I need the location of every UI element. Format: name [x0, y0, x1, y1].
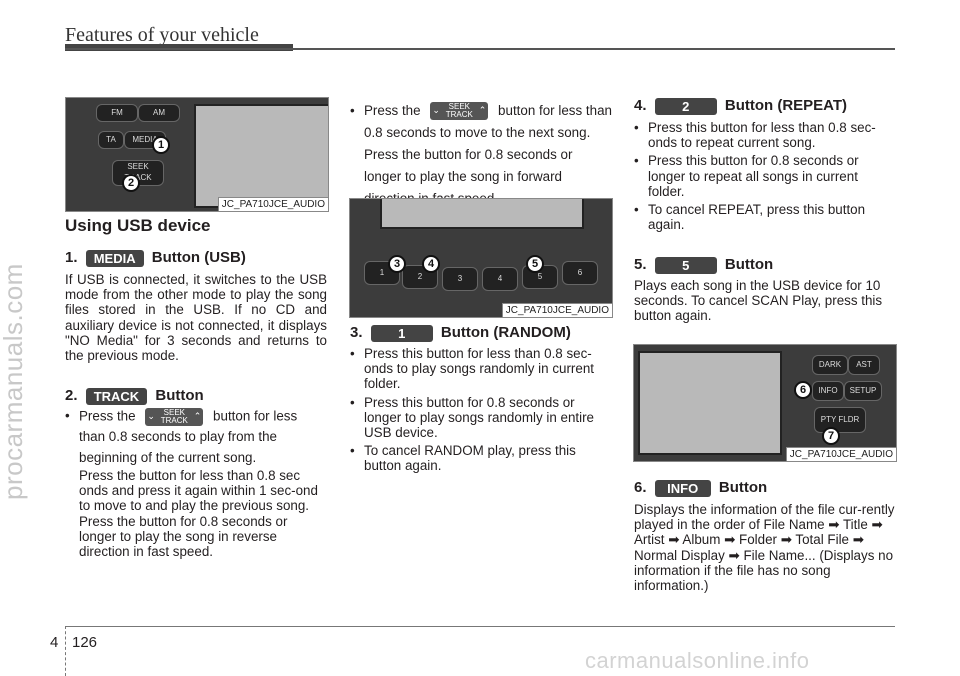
chevron-down-icon: ⌄	[147, 411, 155, 421]
heading-number: 1.	[65, 249, 78, 266]
bullet-text: Press the button for 0.8 seconds or long…	[79, 513, 288, 560]
display-screen	[194, 104, 328, 208]
figure-info-buttons: DARK AST INFO SETUP PTY FLDR 6 7 JC_PA71…	[633, 344, 897, 462]
chevron-up-icon: ⌃	[193, 411, 202, 421]
heading-label: Button	[724, 256, 774, 273]
heading-number: 3.	[350, 324, 363, 341]
marker-3: 3	[388, 255, 406, 273]
figure-caption: JC_PA710JCE_AUDIO	[501, 303, 612, 317]
marker-6: 6	[794, 381, 812, 399]
section-title: Using USB device	[65, 216, 211, 235]
page-header-title: Features of your vehicle	[65, 24, 259, 46]
heading-label: Button (RANDOM)	[440, 324, 571, 341]
bullet-text: button for less	[213, 408, 298, 424]
seek-track-icon: ⌄ SEEK TRACK ⌃	[430, 102, 489, 121]
heading-label: Button	[155, 387, 204, 404]
preset-4-photo: 4	[482, 267, 518, 291]
chevron-down-icon: ⌄	[432, 105, 440, 116]
bullet-text: than 0.8 seconds to play from the beginn…	[79, 429, 278, 465]
chevron-up-icon: ⌃	[478, 105, 487, 116]
key-2-badge: 2	[654, 97, 717, 115]
figure-caption: JC_PA710JCE_AUDIO	[785, 447, 896, 461]
header-accent-bar	[65, 44, 293, 51]
bottom-watermark: carmanualsonline.info	[585, 648, 810, 673]
seek-track-icon: ⌄ SEEK TRACK ⌃	[145, 408, 204, 426]
track-key-badge: TRACK	[85, 387, 148, 405]
ta-button-photo: TA	[98, 131, 124, 149]
am-button-photo: AM	[138, 104, 180, 122]
repeat-bullet-list: Press this button for less than 0.8 sec-…	[634, 120, 896, 235]
heading-track-button: 2. TRACK Button	[65, 387, 204, 405]
preset-6-photo: 6	[562, 261, 598, 285]
marker-4: 4	[422, 255, 440, 273]
heading-number: 5.	[634, 256, 647, 273]
list-item: Press this button for less than 0.8 sec-…	[350, 346, 612, 392]
display-screen	[638, 351, 782, 455]
header-rule	[65, 48, 895, 50]
heading-label: Button	[718, 479, 768, 496]
figure-media-buttons: FM AM TA MEDIA SEEK TRACK 1 2 JC_PA710JC…	[65, 97, 329, 212]
heading-repeat-button: 4. 2 Button (REPEAT)	[634, 97, 847, 115]
heading-label: Button (REPEAT)	[724, 97, 848, 114]
list-item: To cancel RANDOM play, press this button…	[350, 443, 612, 473]
footer-divider	[65, 626, 67, 676]
track-bullet-list: Press the ⌄ SEEK TRACK ⌃ button for less…	[65, 408, 327, 562]
footer-rule	[65, 626, 895, 627]
preset-1-photo: 1	[364, 261, 400, 285]
key-1-badge: 1	[370, 324, 433, 342]
list-item: Press the ⌄ SEEK TRACK ⌃ button for less…	[65, 408, 327, 559]
list-item: Press this button for 0.8 seconds or lon…	[634, 153, 896, 199]
info-button-photo: INFO	[812, 381, 844, 401]
heading-media-button: 1. MEDIA Button (USB)	[65, 249, 246, 267]
marker-2: 2	[122, 174, 140, 192]
bullet-text: Press the	[79, 408, 136, 424]
marker-1: 1	[152, 136, 170, 154]
ast-button-photo: AST	[848, 355, 880, 375]
scan-description: Plays each song in the USB device for 10…	[634, 278, 883, 324]
media-description: If USB is connected, it switches to the …	[65, 272, 327, 364]
track-label: TRACK	[445, 110, 473, 120]
heading-number: 2.	[65, 387, 78, 404]
heading-label: Button (USB)	[151, 249, 246, 266]
seek-label: SEEK	[448, 102, 470, 112]
list-item: Press the ⌄ SEEK TRACK ⌃ button for less…	[350, 100, 612, 210]
preset-3-photo: 3	[442, 267, 478, 291]
heading-info-button: 6. INFO Button	[634, 479, 767, 497]
key-5-badge: 5	[654, 256, 717, 274]
heading-random-button: 3. 1 Button (RANDOM)	[350, 324, 571, 342]
list-item: Press this button for 0.8 seconds or lon…	[350, 395, 612, 441]
track-label: TRACK	[160, 416, 188, 425]
dark-button-photo: DARK	[812, 355, 848, 375]
list-item: To cancel REPEAT, press this button agai…	[634, 202, 896, 232]
setup-button-photo: SETUP	[844, 381, 882, 401]
list-item: Press this button for less than 0.8 sec-…	[634, 120, 896, 150]
figure-caption: JC_PA710JCE_AUDIO	[217, 197, 328, 211]
page-number: 126	[72, 634, 98, 651]
seek-label: SEEK	[163, 408, 185, 417]
marker-7: 7	[822, 427, 840, 445]
bullet-text: button for less	[498, 103, 583, 118]
info-key-badge: INFO	[654, 479, 711, 497]
pty-fldr-button-photo: PTY FLDR	[814, 407, 866, 433]
seek-bullet-list: Press the ⌄ SEEK TRACK ⌃ button for less…	[350, 100, 612, 213]
figure-preset-buttons: 1 2 3 4 5 6 3 4 5 JC_PA710JCE_AUDIO	[349, 198, 613, 318]
fm-button-photo: FM	[96, 104, 138, 122]
info-description: Displays the information of the file cur…	[634, 502, 895, 594]
heading-number: 4.	[634, 97, 647, 114]
bullet-text: than 0.8 seconds to move to the next son…	[364, 103, 612, 206]
marker-5: 5	[526, 255, 544, 273]
heading-scan-button: 5. 5 Button	[634, 256, 773, 274]
side-watermark: procarmanuals.com	[0, 263, 28, 500]
heading-number: 6.	[634, 479, 647, 496]
media-key-badge: MEDIA	[85, 249, 144, 267]
bullet-text: Press the button for less than 0.8 sec o…	[79, 468, 318, 514]
random-bullet-list: Press this button for less than 0.8 sec-…	[350, 346, 612, 477]
display-screen	[380, 199, 584, 229]
bullet-text: Press the	[364, 103, 421, 118]
chapter-number: 4	[50, 634, 59, 651]
